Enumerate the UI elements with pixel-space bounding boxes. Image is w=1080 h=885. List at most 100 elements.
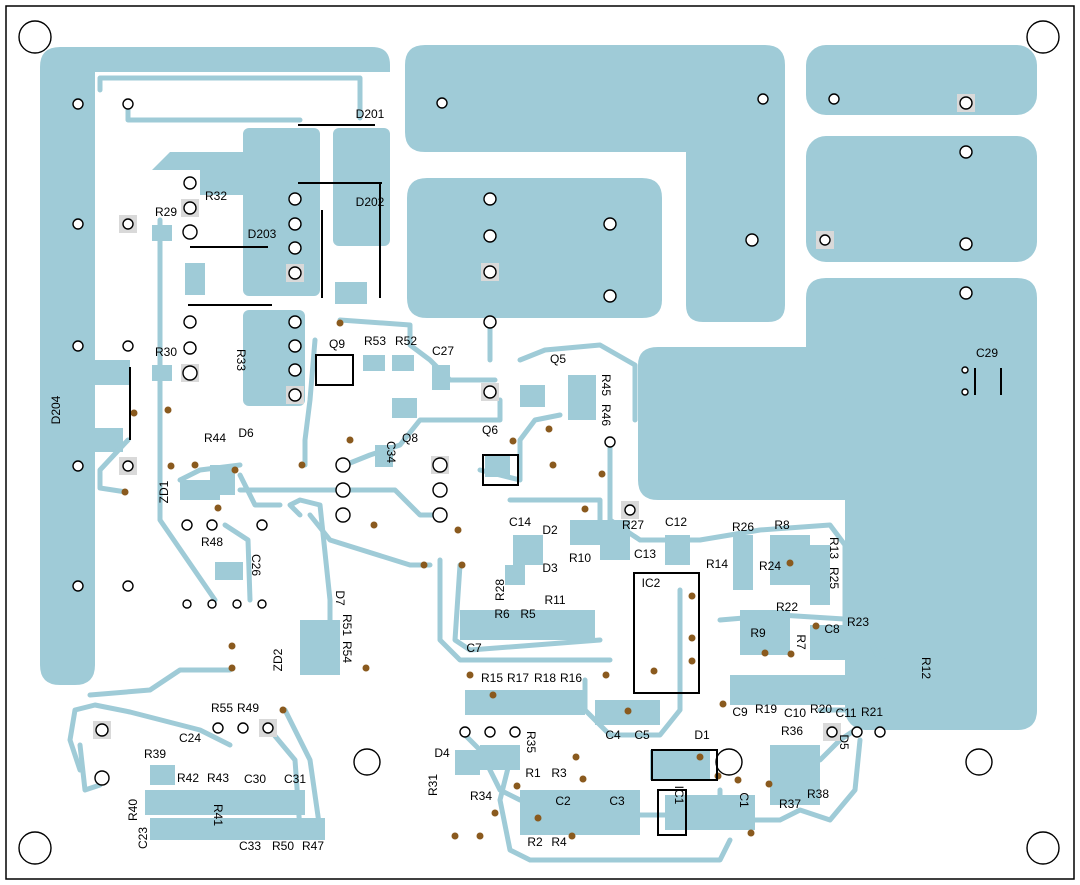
through-hole [959,145,973,159]
via [545,425,553,433]
through-hole [183,201,197,215]
component-label-r51: R51 [340,614,354,636]
component-label-c30: C30 [244,772,266,786]
component-label-r4: R4 [551,835,567,849]
via [228,642,236,650]
smd-pad-group [810,545,830,605]
through-hole [182,599,192,609]
smd-pad-group [600,520,630,560]
component-label-c14: C14 [509,515,531,529]
smd-pad-group [375,445,393,467]
through-hole [95,723,109,737]
smd-pad-group [300,620,340,675]
through-hole [604,436,616,448]
via [476,832,484,840]
component-label-q9: Q9 [329,337,345,351]
component-label-r45: R45 [599,374,613,396]
through-hole [122,218,134,230]
component-label-d201: D201 [356,107,385,121]
through-hole [183,176,197,190]
via [568,832,576,840]
component-label-c3: C3 [609,794,625,808]
component-label-r2: R2 [527,835,543,849]
component-label-r32: R32 [205,189,227,203]
via [167,462,175,470]
through-hole [72,98,84,110]
via [786,559,794,567]
smd-pad-group [890,670,915,690]
smd-pad-group [180,480,220,500]
smd-pad-group [363,355,385,371]
component-label-r52: R52 [395,334,417,348]
through-hole [122,340,134,352]
through-holes [18,20,1060,865]
via [579,775,587,783]
component-label-d204: D204 [49,395,63,424]
component-label-c4: C4 [605,728,621,742]
via [451,832,459,840]
smd-pad-group [145,790,305,815]
component-label-c12: C12 [665,515,687,529]
mounting-hole [1026,20,1060,54]
through-hole [288,388,302,402]
component-label-c8: C8 [824,622,840,636]
smd-pad-group [513,535,543,565]
through-hole [94,770,110,786]
through-hole [212,722,224,734]
component-label-r41: R41 [211,804,225,826]
component-label-c24: C24 [179,731,201,745]
smd-pad-group [505,565,525,585]
via [346,436,354,444]
through-hole [819,234,831,246]
through-hole [237,722,249,734]
component-label-r10: R10 [569,551,591,565]
component-label-r49: R49 [237,701,259,715]
smd-pad-group [730,675,880,705]
through-hole [484,726,496,738]
through-hole [483,192,497,206]
component-label-d5: D5 [837,734,851,750]
component-label-c10: C10 [784,706,806,720]
through-hole [624,504,636,516]
component-label-r37: R37 [779,797,801,811]
via [191,461,199,469]
via [370,521,378,529]
through-hole [828,93,840,105]
through-hole [288,315,302,329]
component-label-r17: R17 [507,671,529,685]
component-label-r24: R24 [759,559,781,573]
component-label-r42: R42 [177,771,199,785]
through-hole [72,218,84,230]
component-label-c9: C9 [732,705,748,719]
smd-pad-group [455,750,480,775]
through-hole [959,237,973,251]
via [513,782,521,790]
through-hole [183,341,197,355]
through-hole [961,388,969,396]
smd-pad-group [460,610,595,640]
component-label-r33: R33 [234,349,248,371]
component-label-r53: R53 [364,334,386,348]
component-label-c27: C27 [432,344,454,358]
mounting-hole [1026,831,1060,865]
smd-pad-group [215,562,243,580]
component-label-r14: R14 [706,557,728,571]
component-label-r39: R39 [144,747,166,761]
component-label-d6: D6 [238,426,254,440]
through-hole [874,726,886,738]
through-hole [72,580,84,592]
component-label-c31: C31 [284,772,306,786]
through-hole [207,599,217,609]
through-hole [288,339,302,353]
through-hole [262,722,274,734]
smd-pad-group [740,610,790,655]
via [491,809,499,817]
component-label-r43: R43 [207,771,229,785]
smd-pad-group [150,765,175,785]
through-hole [122,460,134,472]
mounting-hole [965,748,993,776]
smd-pad-group [770,745,820,805]
via [598,470,606,478]
smd-pad-group [152,225,172,241]
